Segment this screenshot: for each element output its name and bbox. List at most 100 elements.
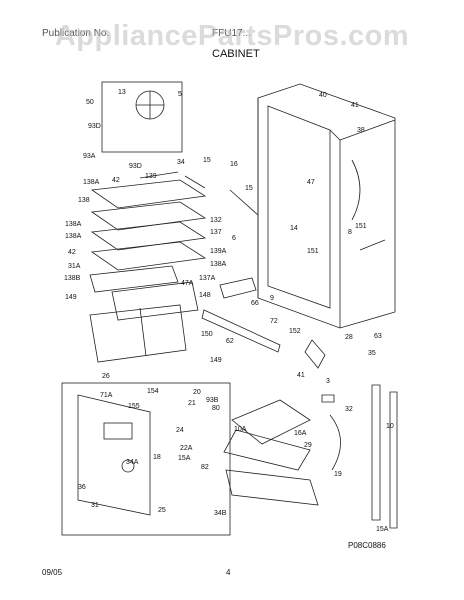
callout-label: 10A [234,426,247,433]
callout-label: 82 [201,464,209,471]
drain-pan [225,469,319,506]
callout-label: 149 [210,357,222,364]
cabinet-liner [267,105,331,309]
callout-label: 151 [355,223,367,230]
callout-label: 18 [153,454,161,461]
callout-label: 22A [180,445,193,452]
callout-label: 36 [78,484,86,491]
callout-label: 28 [345,334,353,341]
callout-label: 34A [126,459,139,466]
callout-label: 93A [83,153,96,160]
callout-label: 9 [270,295,274,302]
callout-label: 154 [147,388,159,395]
callout-label: 16A [294,430,307,437]
callout-label: 93D [88,123,101,130]
callout-label: 15A [178,455,191,462]
evaporator-bracket [231,399,311,445]
callout-label: 3 [326,378,330,385]
callout-label: 62 [226,338,234,345]
callout-label: 72 [270,318,278,325]
hinge-bracket [304,339,326,369]
callout-label: 41 [297,372,305,379]
callout-label: 137 [210,229,222,236]
callout-label: 32 [345,406,353,413]
shelf-4 [90,241,207,271]
crisper-drawer [89,304,187,363]
model-label: FFU17... [212,28,251,39]
callout-label: 42 [112,177,120,184]
heater-tube [329,414,341,471]
callout-label: 47 [307,179,315,186]
callout-label: 19 [334,471,342,478]
callout-label: 50 [86,99,94,106]
front-grille [201,309,281,353]
callout-label: 14 [290,225,298,232]
callout-label: 63 [374,333,382,340]
callout-label: 15 [203,157,211,164]
callout-label: 66 [251,300,259,307]
shelf-2 [90,201,207,231]
publication-label: Publication No. [42,28,110,39]
callout-label: 34B [214,510,227,517]
callout-label: 40 [319,92,327,99]
callout-label: 10 [386,423,394,430]
evaporator-coil [223,429,311,471]
callout-label: 150 [201,331,213,338]
callout-label: 148 [199,292,211,299]
callout-label: 25 [158,507,166,514]
callout-label: 152 [289,328,301,335]
callout-label: 137A [199,275,216,282]
callout-label: 13 [118,89,126,96]
callout-label: 20 [193,389,201,396]
fan-box [101,81,183,153]
control-detail-box [61,382,231,536]
callout-label: 15 [245,185,253,192]
callout-label: 132 [210,217,222,224]
callout-label: 139A [210,248,227,255]
callout-label: 21 [188,400,196,407]
callout-label: 26 [102,373,110,380]
callout-label: 15A [376,526,389,533]
callout-label: 34 [177,159,185,166]
callout-label: 6 [232,235,236,242]
callout-label: 93D [129,163,142,170]
callout-label: 138A [210,261,227,268]
callout-label: 41 [351,102,359,109]
callout-label: 138A [83,179,100,186]
diagram-code: P08C0886 [348,541,386,550]
callout-label: 24 [176,427,184,434]
callout-label: 138A [65,233,82,240]
section-title: CABINET [212,48,260,60]
callout-label: 31A [68,263,81,270]
callout-label: 29 [304,442,312,449]
callout-label: 35 [368,350,376,357]
callout-label: 138B [64,275,81,282]
callout-label: 149 [65,294,77,301]
callout-label: 139 [145,173,157,180]
footer-page-number: 4 [226,568,231,577]
callout-label: 8 [348,229,352,236]
side-rail [371,384,381,521]
crisper-tray [89,265,179,293]
callout-label: 38 [357,127,365,134]
callout-label: 93B [206,397,219,404]
cabinet-shell [257,83,396,329]
callout-label: 31 [91,502,99,509]
callout-label: 138 [78,197,90,204]
crisper-cover [111,281,199,321]
callout-label: 151 [307,248,319,255]
control-panel [77,394,151,516]
callout-label: 80 [212,405,220,412]
callout-label: 47A [181,280,194,287]
shelf-3 [90,221,207,251]
footer-date: 09/05 [42,568,63,577]
callout-label: 16 [230,161,238,168]
callout-label: 5 [178,91,182,98]
callout-label: 71A [100,392,113,399]
callout-label: 138A [65,221,82,228]
shelf-1 [90,179,207,209]
callout-label: 155 [128,403,140,410]
callout-label: 42 [68,249,76,256]
